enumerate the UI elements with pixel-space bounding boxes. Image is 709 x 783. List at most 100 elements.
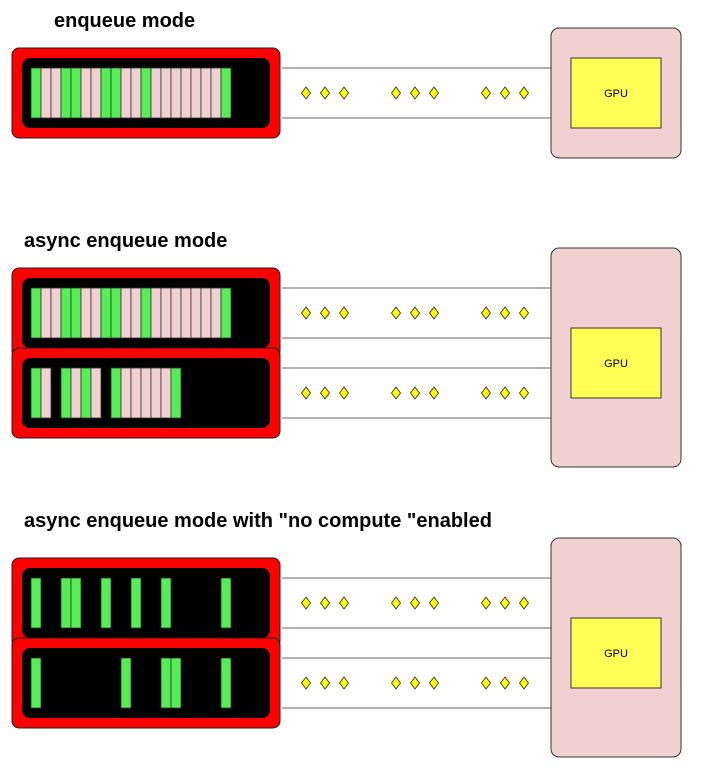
panel-title: enqueue mode [54, 10, 195, 32]
diamond-marker [481, 306, 491, 320]
queue-slot-empty [90, 67, 102, 119]
queue-slot-empty [130, 67, 142, 119]
diamond-marker [320, 596, 330, 610]
queue-slot-empty [50, 287, 62, 339]
panel-title: async enqueue mode with "no compute "ena… [24, 510, 492, 532]
diamond-marker [500, 306, 510, 320]
queue-slot-empty [40, 367, 52, 419]
queue-slot-empty [80, 287, 92, 339]
diamond-marker [320, 386, 330, 400]
queue-slot-filled [100, 67, 112, 119]
diamond-marker [339, 676, 349, 690]
command-queue [11, 347, 281, 439]
dispatch-diamonds [301, 596, 529, 610]
queue-slot-filled [110, 67, 122, 119]
command-queue [11, 47, 281, 139]
queue-slot-empty [70, 367, 82, 419]
queue-slot-filled [220, 657, 232, 709]
panel-title: async enqueue mode [24, 230, 227, 252]
diamond-marker [500, 676, 510, 690]
queue-slot-empty [80, 67, 92, 119]
diamond-marker [429, 676, 439, 690]
gpu-label: GPU [604, 648, 628, 660]
diamond-marker [301, 676, 311, 690]
queue-slot-filled [30, 367, 42, 419]
queue-slot-empty [40, 287, 52, 339]
diamond-marker [339, 596, 349, 610]
queue-slot-filled [100, 577, 112, 629]
gpu-chip [570, 327, 662, 399]
diamond-marker [500, 386, 510, 400]
diamond-marker [500, 596, 510, 610]
diamond-marker [391, 676, 401, 690]
queue-slot-empty [50, 67, 62, 119]
gpu-chip [570, 617, 662, 689]
queue-slot-filled [220, 577, 232, 629]
diamond-marker [339, 306, 349, 320]
queue-body [22, 568, 270, 638]
diamond-marker [391, 86, 401, 100]
queue-slot-filled [30, 657, 42, 709]
diamond-marker [391, 386, 401, 400]
diamond-marker [410, 596, 420, 610]
queue-slot-empty [90, 367, 102, 419]
dispatch-diamonds [301, 306, 529, 320]
diamond-marker [301, 306, 311, 320]
queue-slot-filled [80, 367, 92, 419]
diamond-marker [519, 386, 529, 400]
queue-slot-filled [160, 577, 172, 629]
queue-slot-filled [70, 287, 82, 339]
queue-slot-filled [60, 287, 72, 339]
diamond-marker [429, 386, 439, 400]
queue-slot-filled [160, 657, 172, 709]
command-queue [11, 267, 281, 359]
diamond-marker [519, 86, 529, 100]
queue-slot-empty [150, 67, 162, 119]
panel-async-enqueue-no-compute: async enqueue mode with "no compute "ena… [11, 510, 682, 758]
queue-body [22, 648, 270, 718]
diamond-marker [519, 596, 529, 610]
queue-slot-filled [110, 287, 122, 339]
queue-slot-empty [170, 67, 182, 119]
queue-slot-filled [140, 287, 152, 339]
queue-slot-filled [120, 657, 132, 709]
diamond-marker [429, 306, 439, 320]
queue-slot-filled [220, 67, 232, 119]
queue-slot-empty [190, 287, 202, 339]
diamond-marker [429, 86, 439, 100]
queue-slot-empty [180, 67, 192, 119]
bus-lines [282, 577, 551, 709]
queue-slot-filled [170, 367, 182, 419]
queue-slot-filled [30, 67, 42, 119]
diamond-marker [410, 676, 420, 690]
queue-slot-filled [130, 577, 142, 629]
queue-slot-filled [110, 367, 122, 419]
diamond-marker [481, 86, 491, 100]
diamond-marker [429, 596, 439, 610]
diamond-marker [410, 86, 420, 100]
queue-slot-filled [170, 657, 182, 709]
queue-slot-filled [30, 577, 42, 629]
queue-slot-empty [130, 287, 142, 339]
gpu-chip [570, 57, 662, 129]
queue-slot-empty [210, 287, 222, 339]
queue-slot-empty [190, 67, 202, 119]
queue-slot-empty [170, 287, 182, 339]
diamond-marker [481, 676, 491, 690]
command-queue [11, 557, 281, 649]
diamond-marker [320, 676, 330, 690]
dispatch-diamonds [301, 86, 529, 100]
command-queue [11, 637, 281, 729]
diamond-marker [410, 306, 420, 320]
queue-slot-filled [140, 67, 152, 119]
gpu-label: GPU [604, 358, 628, 370]
gpu-label: GPU [604, 88, 628, 100]
queue-slot-empty [120, 67, 132, 119]
queue-slot-empty [150, 367, 162, 419]
queue-slot-empty [40, 67, 52, 119]
queue-slot-filled [60, 577, 72, 629]
diamond-marker [500, 86, 510, 100]
queue-slot-filled [220, 287, 232, 339]
diamond-marker [410, 386, 420, 400]
diamond-marker [320, 306, 330, 320]
